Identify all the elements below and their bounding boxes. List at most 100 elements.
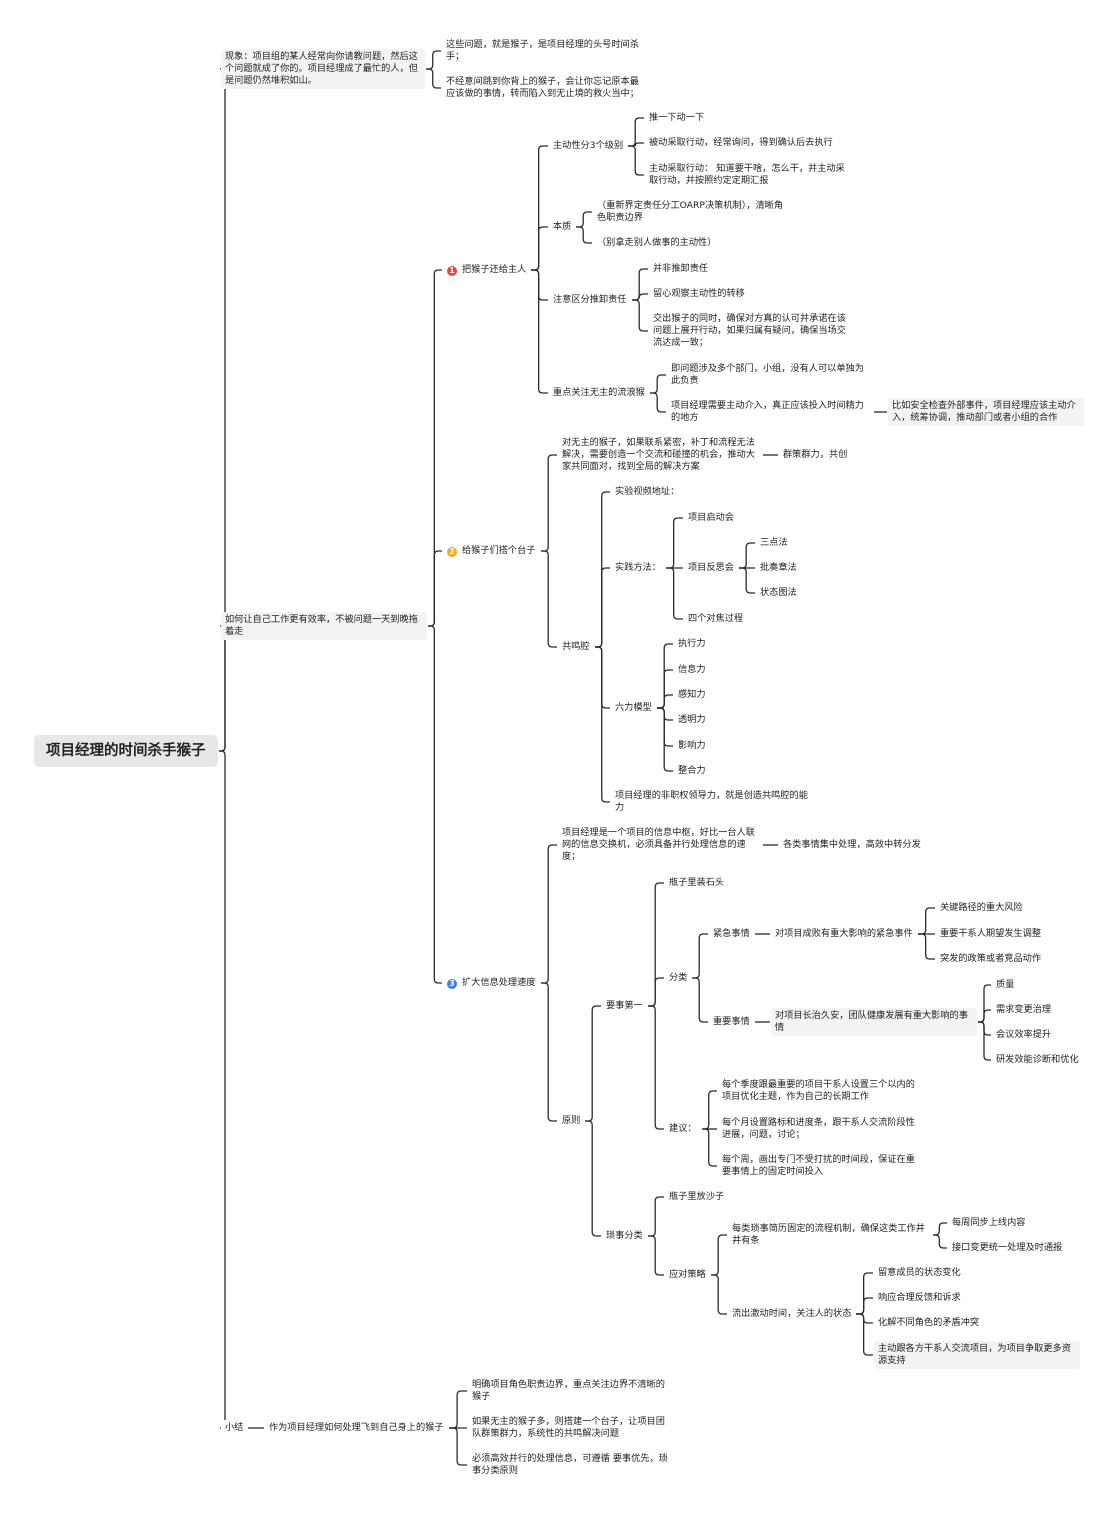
topic-summary-2[interactable]: 如果无主的猴子多，则搭建一个台子，让项目团队群策群力，系统性的共鸣解决问题 xyxy=(468,1414,672,1442)
topic-video-address[interactable]: 实验视频地址： xyxy=(611,484,684,500)
topic-urgent-definition[interactable]: 对项目成败有重大影响的紧急事件 xyxy=(771,926,917,942)
topic-suggestion-monthly[interactable]: 每个月设置路标和进度条，跟干系人交流阶段性进展，问题，讨论； xyxy=(718,1115,922,1143)
connector-s2_b4 xyxy=(595,646,610,803)
topic-retro-meeting[interactable]: 项目反思会 xyxy=(684,560,738,576)
topic-non-authority-leadership[interactable]: 项目经理的非职权领导力，就是创造共鸣腔的能力 xyxy=(611,788,815,816)
topic-first-things-first[interactable]: 要事第一 xyxy=(602,998,647,1014)
topic-six-forces[interactable]: 六力模型 xyxy=(611,700,656,716)
connector-s1_c3 xyxy=(632,299,648,332)
topic-fixed-process[interactable]: 每类琐事简历固定的流程机制，确保这类工作井井有条 xyxy=(728,1221,932,1249)
topic-distinguish-blame[interactable]: 注意区分推卸责任 xyxy=(549,292,631,308)
topic-memorial-method[interactable]: 批奏章法 xyxy=(756,560,801,576)
topic-phenomenon[interactable]: 现象：项目组的某人经常向你请教问题，然后这个问题就成了你的。项目经理成了最忙的人… xyxy=(221,49,425,89)
connector-summary_a3 xyxy=(449,1427,467,1466)
topic-coping-strategy[interactable]: 应对策略 xyxy=(665,1267,710,1283)
topic-force-influence[interactable]: 影响力 xyxy=(674,738,710,754)
connector-s3_b1c xyxy=(648,1005,664,1130)
topic-three-point[interactable]: 三点法 xyxy=(756,535,792,551)
priority-1-icon: 1 xyxy=(447,266,457,276)
topic-build-stage[interactable]: 2 给猴子们搭个台子 xyxy=(443,543,540,559)
topic-interface-change[interactable]: 接口变更统一处理及时通报 xyxy=(948,1240,1067,1256)
topic-requirement-change[interactable]: 需求变更治理 xyxy=(992,1002,1056,1018)
topic-seek-resources[interactable]: 主动跟各方干系人交流项目，为项目争取更多资源支持 xyxy=(874,1341,1080,1369)
topic-distinguish-1[interactable]: 并非推卸责任 xyxy=(649,261,713,277)
priority-2-icon: 2 xyxy=(447,547,457,557)
topic-essence-1[interactable]: （重新界定责任分工OARP决策机制），清晰角色职责边界 xyxy=(593,198,793,226)
topic-kickoff-meeting[interactable]: 项目启动会 xyxy=(684,510,738,526)
topic-urgent-matters[interactable]: 紧急事情 xyxy=(709,926,754,942)
topic-respond-feedback[interactable]: 响应合理反馈和诉求 xyxy=(874,1290,965,1306)
topic-distinguish-2[interactable]: 留心观察主动性的转移 xyxy=(649,286,749,302)
topic-weekly-release-sync[interactable]: 每周同步上线内容 xyxy=(948,1215,1030,1231)
topic-rd-efficiency[interactable]: 研发效能诊断和优化 xyxy=(992,1052,1083,1068)
topic-summary[interactable]: 小结 xyxy=(221,1420,248,1436)
topic-sand-in-jar[interactable]: 瓶子里放沙子 xyxy=(665,1189,729,1205)
topic-important-definition[interactable]: 对项目长治久安，团队健康发展有重大影响的事情 xyxy=(771,1008,977,1036)
connector-s3_b2b1b xyxy=(933,1234,947,1249)
topic-distinguish-3[interactable]: 交出猴子的同时，确保对方真的认可并承诺在该问题上展开行动，如果归属有疑问，确保当… xyxy=(649,311,853,351)
connector-s3_b1b1a3 xyxy=(918,933,935,960)
topic-force-execution[interactable]: 执行力 xyxy=(674,636,710,652)
topic-centralized-handling[interactable]: 各类事情集中处理，高效中转分发 xyxy=(779,837,925,853)
topic-force-information[interactable]: 信息力 xyxy=(674,662,710,678)
topic-meeting-efficiency[interactable]: 会议效率提升 xyxy=(992,1027,1056,1043)
topic-summary-main[interactable]: 作为项目经理如何处理飞到自己身上的猴子 xyxy=(265,1420,448,1436)
topic-co-create[interactable]: 群策群力，共创 xyxy=(779,447,852,463)
topic-important-matters[interactable]: 重要事情 xyxy=(709,1014,754,1030)
topic-quality[interactable]: 质量 xyxy=(992,977,1019,993)
topic-force-integration[interactable]: 整合力 xyxy=(674,763,710,779)
topic-summary-3[interactable]: 必须高效并行的处理信息，可遵循 要事优先，琐事分类原则 xyxy=(468,1451,672,1479)
topic-force-transparency[interactable]: 透明力 xyxy=(674,712,710,728)
topic-essence[interactable]: 本质 xyxy=(549,219,576,235)
topic-state-diagram[interactable]: 状态图法 xyxy=(756,585,801,601)
topic-initiative-levels[interactable]: 主动性分3个级别 xyxy=(549,138,628,154)
topic-stray-2[interactable]: 项目经理需要主动介入，真正应该投入时间精力的地方 xyxy=(667,398,873,426)
connector-s1_a3 xyxy=(628,145,644,176)
topic-suggestion-quarterly[interactable]: 每个季度跟最重要的项目干系人设置三个以内的项目优化主题，作为自己的长期工作 xyxy=(718,1077,922,1105)
connector-s2_b2b3 xyxy=(739,567,755,594)
topic-ownerless-monkey[interactable]: 对无主的猴子，如果联系紧密，补丁和流程无法解决，需要创造一个交流和碰撞的机会，推… xyxy=(558,435,762,475)
topic-initiative-level-2[interactable]: 被动采取行动，经常询问，得到确认后去执行 xyxy=(645,135,837,151)
topic-stray-monkey[interactable]: 重点关注无主的流浪猴 xyxy=(549,385,649,401)
connector-s3_b xyxy=(541,982,557,1122)
topic-practice-methods[interactable]: 实践方法： xyxy=(611,560,665,576)
connector-s3_b1c3 xyxy=(702,1128,717,1167)
topic-summary-1[interactable]: 明确项目角色职责边界，重点关注边界不清晰的猴子 xyxy=(468,1377,672,1405)
topic-force-perception[interactable]: 感知力 xyxy=(674,687,710,703)
topic-stakeholder-change[interactable]: 重要干系人期望发生调整 xyxy=(936,926,1046,942)
connector-s1_b2 xyxy=(576,226,592,244)
connector-s3_b1b2 xyxy=(692,977,708,1023)
topic-member-state[interactable]: 留意成员的状态变化 xyxy=(874,1265,965,1281)
topic-initiative-level-3[interactable]: 主动采取行动： 知道要干啥，怎么干，并主动采取行动，并按照约定定期汇报 xyxy=(645,161,851,189)
topic-four-focus[interactable]: 四个对焦过程 xyxy=(684,611,748,627)
topic-phenomenon-2[interactable]: 不经意间跳到你背上的猴子，会让你忘记原本最应该做的事情，转而陷入到无止境的救火当… xyxy=(442,74,648,102)
connector-s3_b1b2a4 xyxy=(978,1021,991,1061)
connector-s3_b2b2 xyxy=(711,1274,727,1315)
connector-s3_b2b xyxy=(648,1235,664,1276)
topic-stray-2-example[interactable]: 比如安全检查外部事件，项目经理应该主动介入，统筹协调，推动部门或者小组的合作 xyxy=(888,398,1084,426)
topic-classification[interactable]: 分类 xyxy=(665,970,692,986)
topic-sudden-policy[interactable]: 突发的政策或者竞品动作 xyxy=(936,951,1046,967)
topic-info-hub[interactable]: 项目经理是一个项目的信息中枢，好比一台人联网的信息交换机，必须具备并行处理信息的… xyxy=(558,825,762,865)
topic-resonance-chamber[interactable]: 共鸣腔 xyxy=(558,639,594,655)
topic-phenomenon-1[interactable]: 这些问题，就是猴子，是项目经理的头号时间杀手； xyxy=(442,37,648,65)
topic-essence-2[interactable]: （别拿走别人做事的主动性） xyxy=(593,235,721,251)
topic-principles[interactable]: 原则 xyxy=(558,1113,585,1129)
topic-rocks-in-jar[interactable]: 瓶子里装石头 xyxy=(665,875,729,891)
topic-initiative-level-1[interactable]: 推一下动一下 xyxy=(645,110,709,126)
topic-stray-1[interactable]: 即问题涉及多个部门，小组，没有人可以单独为此负责 xyxy=(667,361,873,389)
root-topic[interactable]: 项目经理的时间杀手猴子 xyxy=(34,735,218,767)
topic-suggestion-weekly[interactable]: 每个周，画出专门不受打扰的时间段，保证在重要事情上的固定时间投入 xyxy=(718,1152,922,1180)
topic-resolve-conflict[interactable]: 化解不同角色的矛盾冲突 xyxy=(874,1315,984,1331)
topic-trivia-classification[interactable]: 琐事分类 xyxy=(602,1228,647,1244)
connector-s3_b2b2d xyxy=(856,1313,873,1356)
topic-critical-path-risk[interactable]: 关键路径的重大风险 xyxy=(936,900,1027,916)
topic-suggestions[interactable]: 建议： xyxy=(665,1121,701,1137)
topic-how-efficient[interactable]: 如何让自己工作更有效率，不被问题一天到晚拖着走 xyxy=(221,612,427,640)
topic-build-stage-label: 给猴子们搭个台子 xyxy=(462,545,536,556)
topic-people-state[interactable]: 流出激动时间，关注人的状态 xyxy=(728,1306,856,1322)
